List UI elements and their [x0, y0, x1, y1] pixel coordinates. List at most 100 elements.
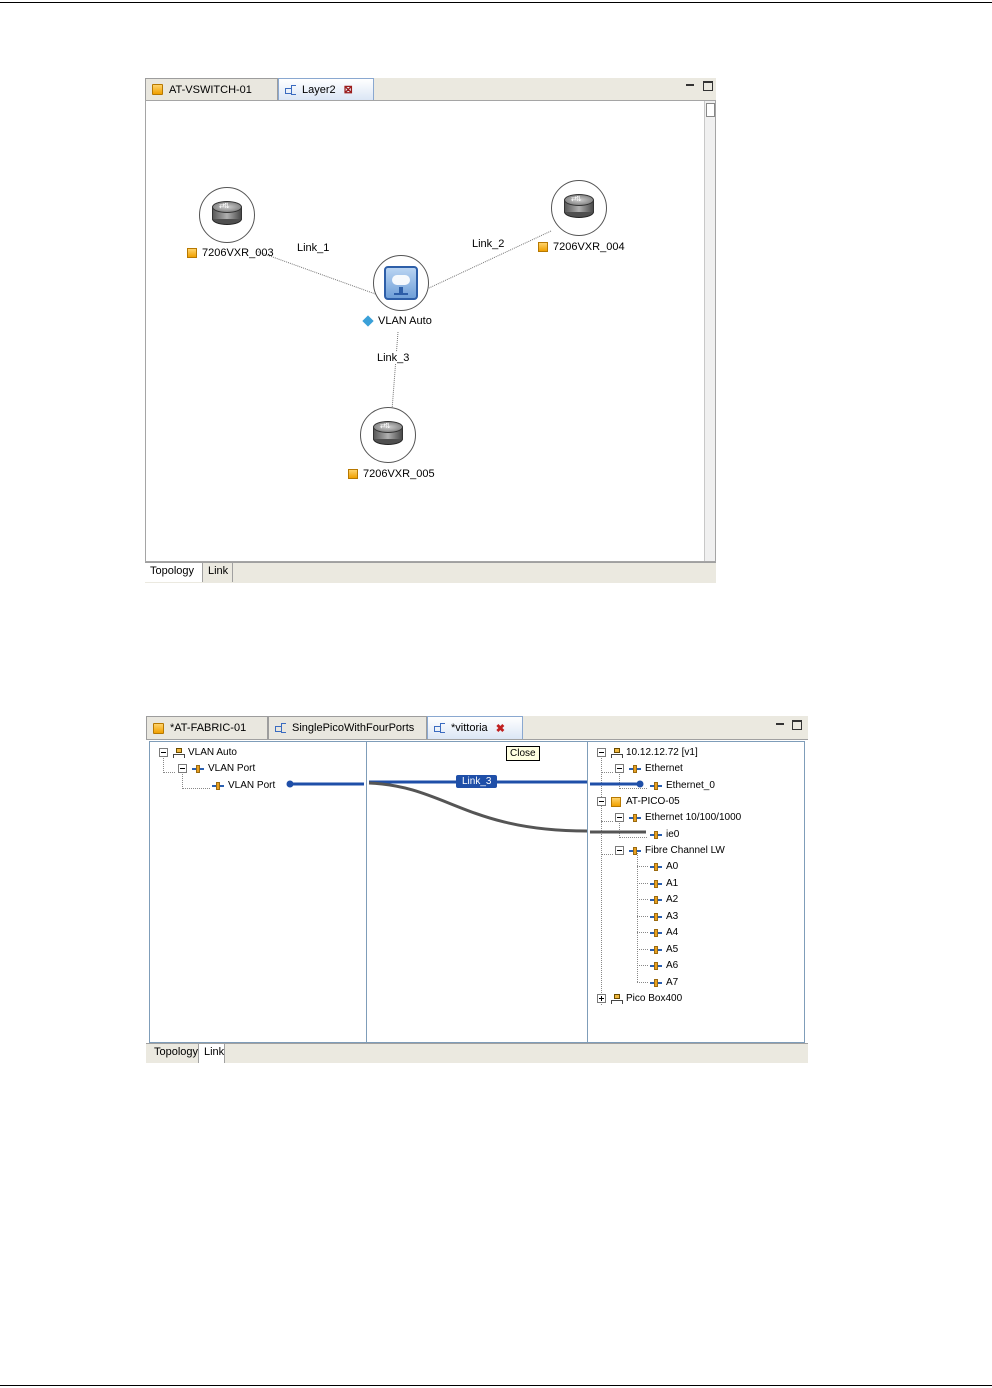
collapse-icon[interactable] [159, 748, 168, 757]
topology-editor-panel: AT-VSWITCH-01 Layer2 ⊠ ⇄⇅ 7206VXR_003 ⇄⇅ [145, 78, 716, 584]
device-square-icon [187, 248, 197, 258]
link-3-label[interactable]: Link_3 [456, 775, 498, 788]
network-icon [173, 747, 185, 758]
topology-icon [285, 84, 297, 95]
page-bottom-rule [0, 1385, 992, 1386]
scroll-up-icon[interactable] [706, 103, 715, 117]
device-square-icon [538, 242, 548, 252]
port-icon [629, 846, 641, 855]
link-label-3[interactable]: Link_3 [376, 352, 411, 364]
tree-item-ie0[interactable]: ie0 [650, 827, 679, 842]
tab-label: *AT-FABRIC-01 [170, 722, 247, 734]
tree-item-ethernet-0[interactable]: Ethernet_0 [650, 778, 715, 793]
editor-tab-bar: AT-VSWITCH-01 Layer2 ⊠ [145, 78, 716, 101]
tree-item-vlan-auto[interactable]: VLAN Auto [159, 745, 237, 760]
tree-item-vlan-port[interactable]: VLAN Port [178, 761, 255, 776]
node-label-7206vxr-004: 7206VXR_004 [538, 241, 625, 253]
vlan-icon [384, 266, 418, 300]
left-tree[interactable]: VLAN Auto VLAN Port VLAN Port [149, 741, 367, 1043]
tab-label: AT-VSWITCH-01 [169, 83, 252, 96]
collapse-icon[interactable] [597, 797, 606, 806]
tab-topology[interactable]: Topology [149, 1044, 199, 1063]
port-icon [192, 764, 204, 773]
tree-item-a7[interactable]: A7 [650, 975, 678, 990]
maximize-icon[interactable] [792, 720, 802, 730]
maximize-icon[interactable] [703, 81, 713, 91]
router-icon: ⇄⇅ [212, 201, 242, 227]
port-icon [650, 961, 662, 970]
topology-icon [434, 723, 446, 733]
port-icon [650, 978, 662, 987]
collapse-icon[interactable] [615, 764, 624, 773]
tree-item-ethernet[interactable]: Ethernet [615, 761, 683, 776]
router-icon: ⇄⇅ [373, 421, 403, 447]
link-label-2[interactable]: Link_2 [471, 238, 506, 250]
tree-item-a4[interactable]: A4 [650, 925, 678, 940]
port-icon [629, 764, 641, 773]
tab-topology[interactable]: Topology [145, 563, 203, 582]
tab-layer2[interactable]: Layer2 ⊠ [278, 78, 374, 100]
node-label-vlan-auto: VLAN Auto [362, 315, 432, 327]
link-1-line [255, 250, 382, 297]
port-icon [650, 928, 662, 937]
collapse-icon[interactable] [178, 764, 187, 773]
tab-at-vswitch-01[interactable]: AT-VSWITCH-01 [145, 78, 278, 100]
tab-vittoria[interactable]: *vittoria ✖ [427, 716, 523, 739]
topology-icon [275, 723, 287, 733]
vlan-node-vlan-auto[interactable] [373, 255, 429, 311]
link-2-line [428, 230, 552, 289]
port-icon [650, 912, 662, 921]
tree-item-at-pico-05[interactable]: AT-PICO-05 [597, 794, 680, 809]
device-square-icon [348, 469, 358, 479]
tree-item-a3[interactable]: A3 [650, 909, 678, 924]
right-tree[interactable]: 10.12.12.72 [v1] Ethernet Ethernet_0 AT-… [587, 741, 805, 1043]
minimize-icon[interactable] [686, 84, 694, 86]
port-icon [650, 879, 662, 888]
tree-item-vlan-port-leaf[interactable]: VLAN Port [212, 778, 275, 793]
tree-item-fibre-channel-lw[interactable]: Fibre Channel LW [615, 843, 725, 858]
tree-item-pico-box400[interactable]: Pico Box400 [597, 991, 682, 1006]
expand-icon[interactable] [597, 994, 606, 1003]
node-label-7206vxr-005: 7206VXR_005 [348, 468, 435, 480]
tab-link[interactable]: Link [203, 563, 233, 582]
router-node-7206vxr-003[interactable]: ⇄⇅ [199, 187, 255, 243]
close-tooltip: Close [506, 746, 540, 761]
tab-link[interactable]: Link [199, 1044, 225, 1063]
view-tab-bar: Topology Link [145, 562, 716, 583]
tree-item-a2[interactable]: A2 [650, 892, 678, 907]
tree-item-10-12-12-72[interactable]: 10.12.12.72 [v1] [597, 745, 698, 760]
collapse-icon[interactable] [597, 748, 606, 757]
vertical-scrollbar[interactable] [704, 101, 715, 561]
port-icon [650, 830, 662, 839]
view-tab-bar: Topology Link [146, 1043, 808, 1063]
topology-canvas[interactable]: ⇄⇅ 7206VXR_003 ⇄⇅ 7206VXR_004 VLAN Auto [145, 100, 716, 562]
router-node-7206vxr-005[interactable]: ⇄⇅ [360, 407, 416, 463]
collapse-icon[interactable] [615, 846, 624, 855]
tree-item-a5[interactable]: A5 [650, 942, 678, 957]
router-node-7206vxr-004[interactable]: ⇄⇅ [551, 180, 607, 236]
network-icon [611, 747, 623, 758]
tree-item-ethernet-10-100-1000[interactable]: Ethernet 10/100/1000 [615, 810, 741, 825]
tab-at-fabric-01[interactable]: *AT-FABRIC-01 [146, 716, 268, 739]
tab-label: Layer2 [302, 83, 336, 96]
page-top-rule [0, 2, 992, 3]
link-label-1[interactable]: Link_1 [296, 242, 331, 254]
tab-label: SinglePicoWithFourPorts [292, 722, 415, 734]
tree-item-a0[interactable]: A0 [650, 859, 678, 874]
node-label-7206vxr-003: 7206VXR_003 [187, 247, 274, 259]
device-square-icon [153, 722, 164, 734]
port-icon [650, 781, 662, 790]
port-icon [650, 895, 662, 904]
tree-item-a6[interactable]: A6 [650, 958, 678, 973]
close-tab-icon[interactable]: ✖ [495, 722, 505, 735]
link-editor-panel: *AT-FABRIC-01 SinglePicoWithFourPorts *v… [146, 716, 808, 1063]
tree-item-a1[interactable]: A1 [650, 876, 678, 891]
close-tab-icon[interactable]: ⊠ [343, 84, 353, 96]
tab-single-pico-with-four-ports[interactable]: SinglePicoWithFourPorts [268, 716, 427, 739]
tab-label: *vittoria [451, 722, 488, 734]
collapse-icon[interactable] [615, 813, 624, 822]
link-lines [255, 230, 552, 437]
editor-tab-bar: *AT-FABRIC-01 SinglePicoWithFourPorts *v… [146, 716, 808, 740]
vlan-diamond-icon [362, 315, 374, 327]
minimize-icon[interactable] [776, 723, 784, 725]
